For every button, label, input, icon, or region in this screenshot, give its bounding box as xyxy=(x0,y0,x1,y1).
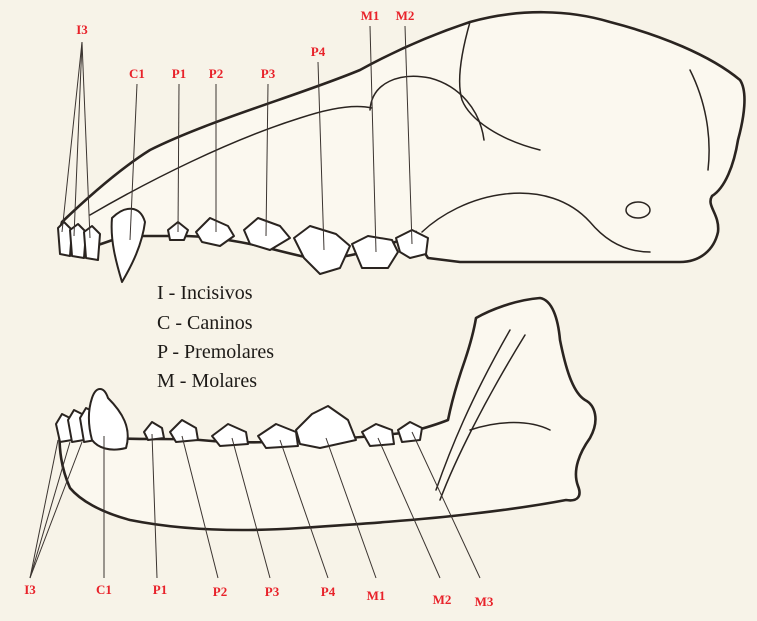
lower-p1 xyxy=(144,422,164,440)
label-lower-m1: M1 xyxy=(367,588,386,603)
lower-p3 xyxy=(212,424,248,446)
upper-skull xyxy=(58,12,744,282)
label-upper-c1: C1 xyxy=(129,66,145,81)
label-upper-p4: P4 xyxy=(311,44,326,59)
legend-caninos: C - Caninos xyxy=(157,312,253,334)
label-lower-p3: P3 xyxy=(265,584,280,599)
skull-outline xyxy=(60,12,744,262)
label-lower-p4: P4 xyxy=(321,584,336,599)
label-upper-m2: M2 xyxy=(396,8,415,23)
lower-p2 xyxy=(170,420,198,442)
lower-jaw xyxy=(56,298,595,530)
upper-incisor-3 xyxy=(84,226,100,260)
lower-labels: I3 C1 P1 P2 P3 P4 M1 M2 M3 xyxy=(24,582,494,609)
label-upper-m1: M1 xyxy=(361,8,380,23)
upper-m1 xyxy=(352,236,398,268)
upper-incisor-2 xyxy=(70,224,86,258)
legend-incisivos: I - Incisivos xyxy=(157,282,253,304)
label-lower-p2: P2 xyxy=(213,584,227,599)
lower-m1 xyxy=(296,406,356,448)
label-lower-m3: M3 xyxy=(475,594,494,609)
legend-molares: M - Molares xyxy=(157,370,257,392)
label-lower-m2: M2 xyxy=(433,592,452,607)
upper-canine xyxy=(112,209,145,282)
lower-m3 xyxy=(398,422,422,442)
label-upper-p1: P1 xyxy=(172,66,186,81)
label-upper-p2: P2 xyxy=(209,66,223,81)
lower-canine xyxy=(89,389,128,450)
legend-premolares: P - Premolares xyxy=(157,341,274,363)
label-lower-p1: P1 xyxy=(153,582,167,597)
label-upper-i3: I3 xyxy=(76,22,88,37)
lower-p4 xyxy=(258,424,298,448)
label-lower-c1: C1 xyxy=(96,582,112,597)
legend: I - Incisivos C - Caninos P - Premolares… xyxy=(157,282,274,392)
label-upper-p3: P3 xyxy=(261,66,276,81)
label-lower-i3: I3 xyxy=(24,582,36,597)
